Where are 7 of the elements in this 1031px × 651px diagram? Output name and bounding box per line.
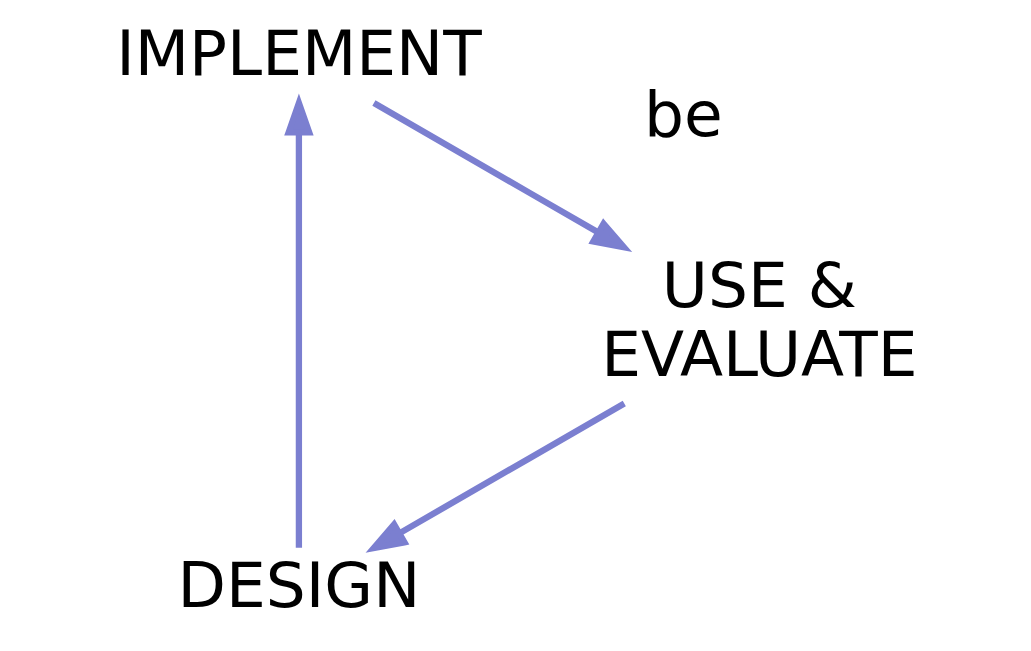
node-text: DESIGN: [177, 549, 420, 623]
node-text: IMPLEMENT: [115, 17, 482, 91]
arrow: [283, 93, 314, 548]
node-text: USE & EVALUATE: [600, 248, 918, 391]
arrow: [371, 100, 632, 253]
label: be: [643, 77, 723, 151]
arrow: [365, 400, 626, 553]
